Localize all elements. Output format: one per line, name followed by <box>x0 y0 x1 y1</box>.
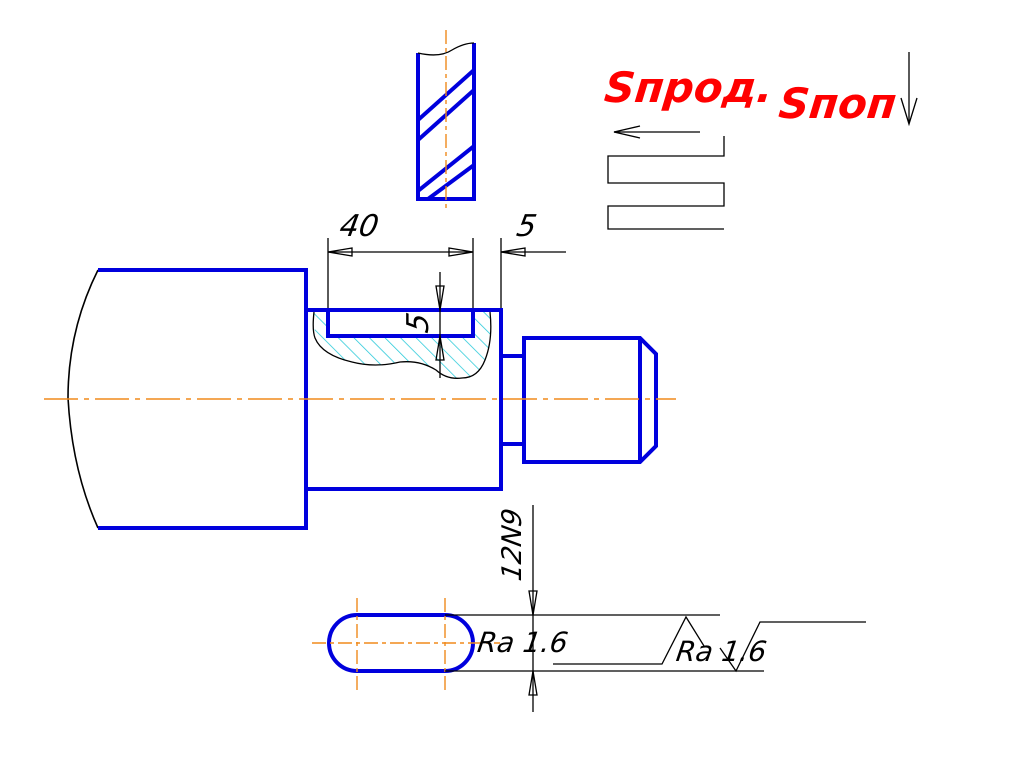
shaft-break-line <box>67 269 99 529</box>
keyway-section-hatch <box>314 312 491 379</box>
section-break-line <box>312 311 492 379</box>
roughness-symbol-2: Ra 1.6 <box>674 621 866 673</box>
roughness-symbol-1: Ra 1.6 <box>475 615 705 665</box>
shaft-neck <box>501 354 524 446</box>
dim-offset-value: 5 <box>514 209 539 244</box>
shaft-main-view <box>44 268 676 530</box>
dimension-width: 12N9 <box>497 505 538 712</box>
dim-length-value: 40 <box>337 209 381 244</box>
shaft-middle-step <box>306 308 503 491</box>
dim-width-value: 12N9 <box>497 506 528 583</box>
feed-indicators: Sпрод. Sпоп <box>602 52 918 230</box>
roughness-1-value: Ra 1.6 <box>475 626 570 659</box>
shaft-end-journal <box>522 336 658 464</box>
keyway-top-view <box>312 598 764 690</box>
longitudinal-feed-arrow-icon <box>613 125 700 139</box>
keyway-slot-outline <box>326 310 475 338</box>
cutter-break-line <box>417 42 475 56</box>
dimension-length: 40 5 <box>327 209 566 336</box>
feed-longitudinal-label: Sпрод. <box>602 63 775 112</box>
feed-plunge-label: Sпоп <box>777 79 899 128</box>
dim-depth-value: 5 <box>401 310 436 335</box>
roughness-2-value: Ra 1.6 <box>674 635 769 668</box>
zigzag-feed-path <box>607 136 725 230</box>
plunge-feed-arrow-icon <box>900 52 918 127</box>
end-mill-cutter <box>416 30 476 208</box>
